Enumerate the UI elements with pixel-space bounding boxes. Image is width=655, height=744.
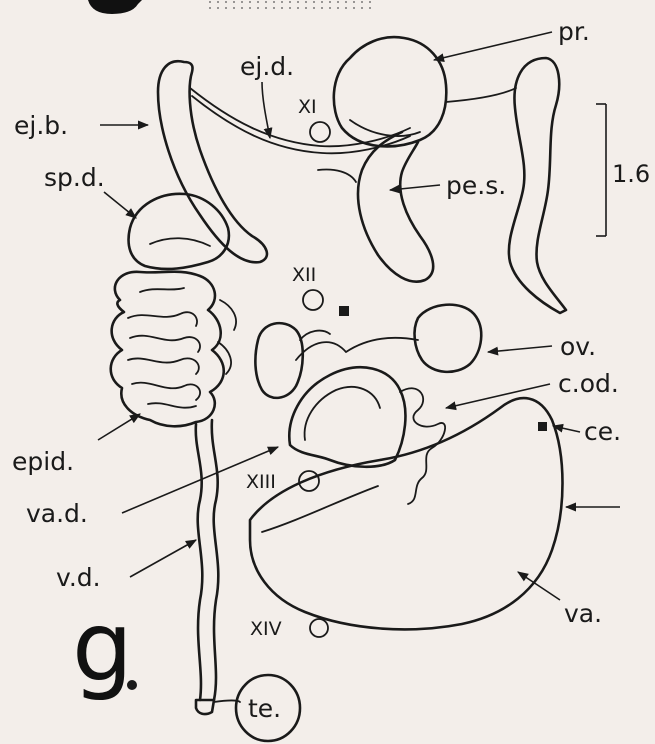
segment-xiii-label: XIII [246, 471, 276, 493]
vaginal-duct-shape [289, 367, 405, 466]
label-vd: v.d. [56, 563, 101, 592]
leader-pr [434, 32, 552, 60]
leader-ov [488, 346, 552, 352]
penis-sheath-tip [318, 170, 356, 183]
square-marker-2 [538, 422, 547, 431]
vas-deferens-end [196, 700, 214, 714]
scale-bar [596, 104, 606, 236]
oviduct-right-connection [446, 88, 516, 102]
penis-sheath-shape [358, 132, 433, 282]
cropped-panel-letter-fragment [88, 0, 142, 14]
spermiducal-gland-fold [150, 238, 210, 246]
vas-deferens-shape-inner [212, 420, 219, 700]
label-vad: va.d. [26, 499, 88, 528]
ejaculatory-bulb-shape [158, 61, 267, 262]
label-ce: ce. [584, 417, 621, 446]
segment-xii-label: XII [292, 264, 316, 286]
label-ejd: ej.d. [240, 52, 294, 81]
label-ov: ov. [560, 332, 596, 361]
square-marker-1 [339, 306, 349, 316]
leader-ejd [262, 82, 270, 138]
ovary-stalk [300, 331, 330, 340]
leader-epid [98, 414, 140, 440]
spermiducal-gland-shape [129, 194, 229, 269]
panel-letter-period [127, 680, 137, 690]
leader-vd [130, 540, 196, 577]
segment-xiv-marker [310, 619, 328, 637]
segment-xiv-label: XIV [250, 618, 282, 640]
label-cod: c.od. [558, 369, 619, 398]
segment-xi-marker [310, 122, 330, 142]
label-spd: sp.d. [44, 163, 105, 192]
ovary-connections [296, 338, 418, 360]
leader-spd [104, 192, 136, 218]
segment-xi-label: XI [298, 96, 317, 118]
label-epid: epid. [12, 447, 74, 476]
epididymis-shape [111, 272, 236, 427]
label-ejb: ej.b. [14, 111, 68, 140]
vas-deferens-shape [196, 424, 203, 700]
cropped-stipple-fragment [205, 0, 375, 12]
segment-xii-marker [303, 290, 323, 310]
ovary-right-shape [415, 305, 482, 372]
label-pes: pe.s. [446, 171, 506, 200]
vaginal-duct-inner [305, 387, 380, 440]
leader-pes [390, 185, 440, 190]
leader-cod [446, 384, 550, 408]
label-va: va. [564, 599, 602, 628]
label-pr: pr. [558, 17, 590, 46]
panel-letter: g [72, 591, 133, 703]
vagina-shape [250, 398, 563, 629]
label-te: te. [248, 694, 281, 723]
common-oviduct-shape [400, 388, 445, 504]
prostate-shape [334, 37, 446, 146]
oviduct-right-shape [509, 58, 566, 313]
scale-bar-label: 1.6 [612, 160, 650, 188]
